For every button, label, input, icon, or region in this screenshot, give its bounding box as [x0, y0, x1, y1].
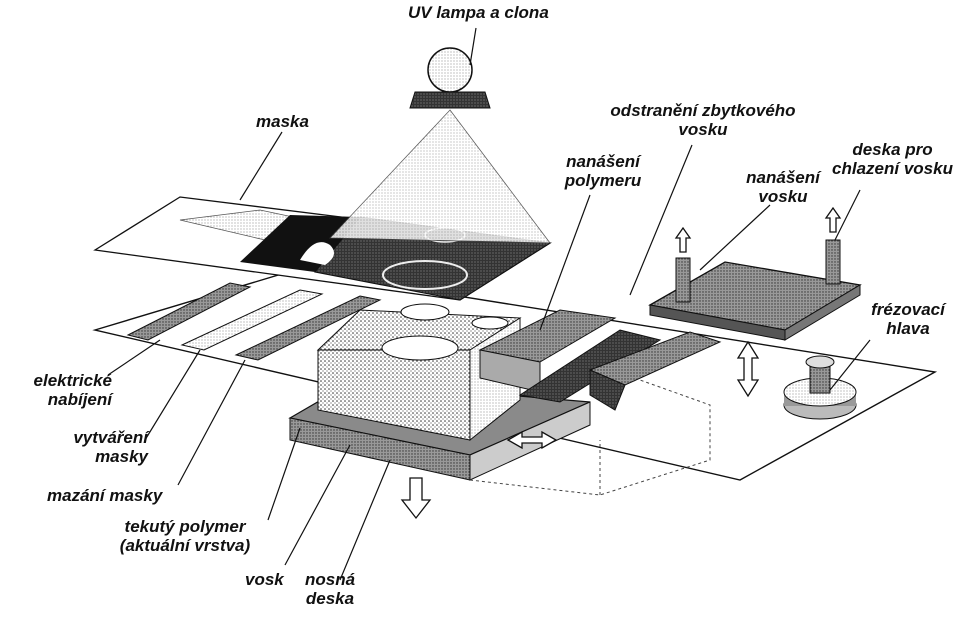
label-liquid-polymer: tekutý polymer (aktuální vrstva) — [119, 517, 251, 555]
wax-applicator — [588, 331, 722, 411]
up-arrow-left — [674, 226, 692, 253]
down-arrow — [400, 477, 432, 520]
label-uv-lamp: UV lampa a clona — [408, 3, 549, 22]
label-milling-head: frézovací hlava — [871, 300, 945, 338]
label-mask-erasing: mazání masky — [47, 486, 163, 505]
label-wax-application: nanášení vosku — [746, 168, 820, 206]
vertical-double-arrow — [736, 340, 760, 398]
wax-cooling-plate — [648, 239, 862, 341]
label-wax-removal: odstranění zbytkového vosku — [610, 101, 796, 139]
horizontal-double-arrow — [506, 430, 558, 450]
motion-arrows — [400, 206, 842, 520]
uv-lamp — [409, 47, 491, 109]
uv-light-cone — [329, 109, 551, 244]
label-wax-cooling-plate: deska pro chlazení vosku — [832, 140, 953, 178]
label-carrier-plate: nosná deska — [304, 570, 356, 608]
leader-lines — [107, 27, 871, 581]
ghost-outline — [469, 379, 711, 496]
label-polymer-application: nanášení polymeru — [564, 152, 642, 190]
up-arrow-right — [824, 206, 842, 233]
milling-head — [783, 355, 857, 420]
label-electric-charging: elektrické nabíjení — [33, 371, 112, 409]
process-bars — [126, 282, 382, 361]
label-mask-creation: vytváření masky — [73, 428, 148, 466]
label-mask: maska — [256, 112, 309, 131]
polymer-applicator — [478, 309, 662, 403]
label-wax: vosk — [245, 570, 284, 589]
